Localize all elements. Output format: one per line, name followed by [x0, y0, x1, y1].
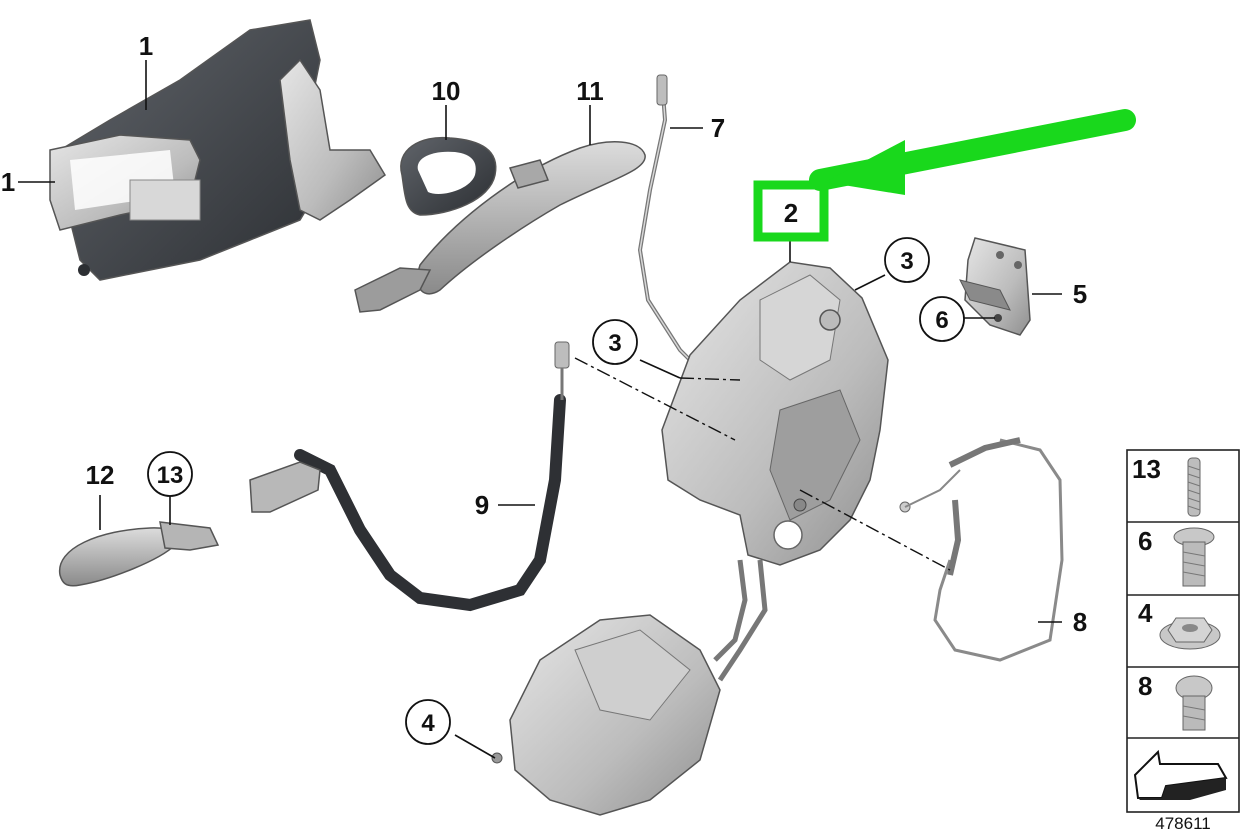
callout-13: 13 [157, 462, 184, 489]
callout-6: 6 [935, 307, 948, 334]
legend-item-8: 8 [1138, 671, 1152, 701]
small-parts-legend: 13 6 4 8 [1126, 449, 1240, 813]
outer-handle-part [354, 141, 646, 313]
legend-item-6: 6 [1138, 526, 1152, 556]
callout-2: 2 [784, 198, 798, 228]
handle-gasket-part [400, 136, 497, 216]
callout-7: 7 [711, 113, 725, 143]
striker-plate-part [959, 237, 1031, 336]
callout-11: 11 [576, 76, 604, 106]
door-lock-part [661, 261, 889, 566]
document-id: 478611 [1155, 814, 1210, 832]
callout-10: 10 [432, 76, 461, 106]
callout-1-left: 1 [1, 167, 15, 197]
callout-9: 9 [475, 490, 489, 520]
lock-actuator-part [491, 559, 768, 816]
inner-handle-part [59, 521, 220, 587]
callout-3-right: 3 [900, 248, 913, 275]
legend-item-13: 13 [1132, 454, 1161, 484]
callout-5: 5 [1073, 279, 1087, 309]
arrow-icon [1133, 749, 1228, 800]
callout-12: 12 [86, 460, 115, 490]
leader-lines [18, 60, 1062, 759]
callout-3-left: 3 [608, 330, 621, 357]
callouts: 1 1 10 11 7 2 5 12 9 8 3 3 6 13 4 [1, 31, 1087, 745]
screw-icon-small [1175, 675, 1213, 731]
cable-part [899, 437, 1064, 662]
nut-icon [1159, 617, 1221, 650]
callout-8: 8 [1073, 607, 1087, 637]
threaded-pin-icon [1187, 457, 1201, 517]
legend-item-4: 4 [1138, 598, 1153, 628]
screw-icon [1173, 527, 1215, 587]
callout-4: 4 [421, 710, 435, 737]
handle-carrier-part [49, 19, 386, 281]
highlight-marker [753, 109, 1136, 242]
bowden-cable-part [249, 341, 570, 612]
callout-1-top: 1 [139, 31, 153, 61]
actuating-rod-part [637, 74, 702, 372]
